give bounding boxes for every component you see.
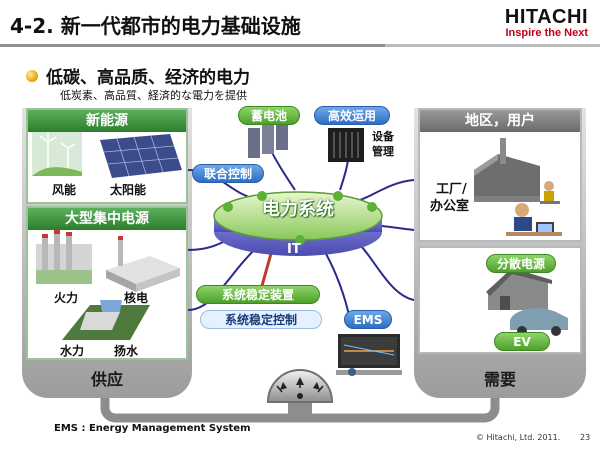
battery-bank-icon bbox=[248, 120, 288, 158]
brand-logo: HITACHI Inspire the Next bbox=[505, 7, 588, 40]
nuclear-plant-icon bbox=[106, 236, 180, 292]
balance-gauge-icon bbox=[266, 369, 334, 403]
thermal-label: 火力 bbox=[54, 291, 79, 305]
factory-label-2: 办公室 bbox=[430, 199, 470, 214]
wind-label: 风能 bbox=[52, 183, 77, 197]
demand-label: 需要 bbox=[483, 370, 516, 389]
bullet-sub-text: 低炭素、高品質、経済的な電力を提供 bbox=[60, 89, 247, 102]
bullet-dot-icon bbox=[26, 70, 38, 82]
equipment-label-1: 设备 bbox=[372, 130, 394, 143]
header-rule-accent bbox=[0, 44, 385, 47]
brand-name: HITACHI bbox=[504, 6, 588, 28]
region-title: 地区，用户 bbox=[420, 110, 580, 132]
central-power-title: 大型集中电源 bbox=[28, 208, 186, 230]
power-system-ring bbox=[213, 191, 383, 256]
page-number: 23 bbox=[580, 433, 591, 442]
ems-label: EMS bbox=[344, 310, 392, 329]
slide-title: 4-2. 新一代都市的电力基础设施 bbox=[10, 14, 301, 38]
renewables-title: 新能源 bbox=[28, 110, 186, 132]
system-stabilization-control-label: 系统稳定控制 bbox=[200, 310, 322, 329]
equipment-label-2: 管理 bbox=[372, 145, 394, 158]
battery-label: 蓄电池 bbox=[238, 106, 300, 125]
house-icon bbox=[486, 268, 552, 310]
ev-label: EV bbox=[494, 332, 550, 351]
footnote: EMS : Energy Management System bbox=[54, 423, 251, 434]
supply-label: 供应 bbox=[90, 370, 123, 389]
factory-label-1: 工厂/ bbox=[436, 182, 467, 197]
distributed-power-label: 分散电源 bbox=[486, 254, 556, 273]
hydro-label: 水力 bbox=[60, 344, 85, 358]
wind-turbine-icon bbox=[32, 132, 82, 176]
ems-workstation-icon bbox=[336, 334, 402, 376]
factory-icon bbox=[474, 138, 540, 202]
supply-demand-connector bbox=[100, 398, 500, 423]
slide-header: 4-2. 新一代都市的电力基础设施 HITACHI Inspire the Ne… bbox=[0, 0, 600, 48]
solar-label: 太阳能 bbox=[110, 183, 147, 197]
efficient-operation-label: 高效运用 bbox=[314, 106, 390, 125]
bullet-main-text: 低碳、高品质、经济的电力 bbox=[46, 68, 250, 88]
power-system-label: 电力系统 bbox=[262, 199, 334, 220]
hydro-dam-icon bbox=[62, 300, 150, 340]
brand-tagline: Inspire the Next bbox=[505, 27, 588, 39]
solar-panel-icon bbox=[100, 134, 182, 178]
region-panel: 地区，用户 bbox=[418, 108, 582, 242]
system-stabilizer-label: 系统稳定装置 bbox=[196, 285, 320, 304]
coordinated-control-label: 联合控制 bbox=[192, 164, 264, 183]
it-label: IT bbox=[287, 242, 301, 257]
office-worker-icon bbox=[506, 203, 562, 236]
copyright: © Hitachi, Ltd. 2011. bbox=[476, 433, 561, 442]
thermal-plant-icon bbox=[36, 230, 92, 284]
pumped-storage-label: 扬水 bbox=[114, 344, 139, 358]
server-rack-icon bbox=[328, 128, 364, 162]
user-laptop-icon bbox=[540, 181, 560, 204]
nuclear-label: 核电 bbox=[124, 291, 149, 305]
